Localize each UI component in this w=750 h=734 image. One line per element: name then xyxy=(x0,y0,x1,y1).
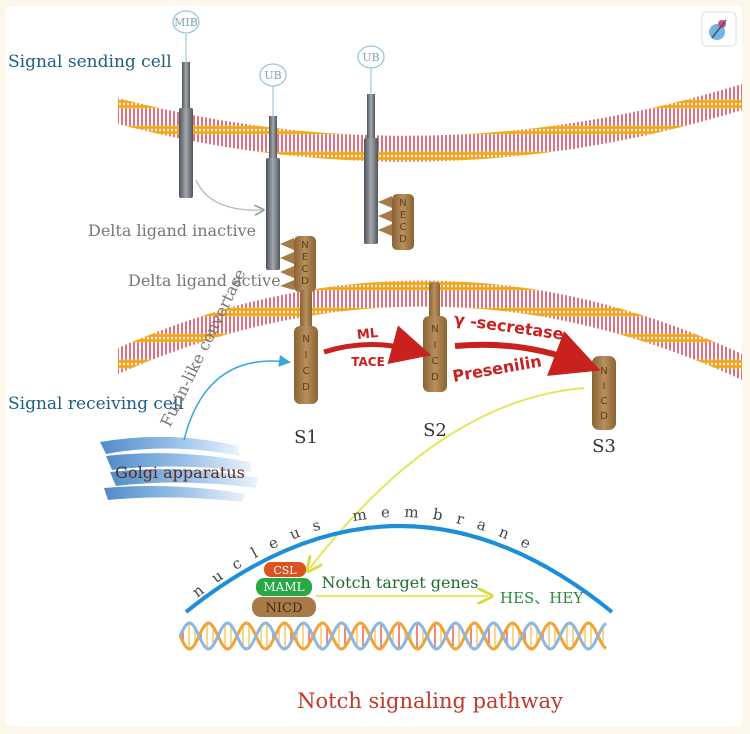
ligand-ub-active: UB N E C D xyxy=(259,63,316,292)
necd-bound xyxy=(294,236,316,292)
s3-letter-c: C xyxy=(601,396,608,407)
label-s1: S1 xyxy=(294,427,318,448)
necd2-letter-c: C xyxy=(400,222,407,233)
s2-letter-i: I xyxy=(434,340,437,351)
ring-ub-2-label: UB xyxy=(362,51,379,64)
ligand-mib: MIB xyxy=(172,10,200,198)
golgi-apparatus: Golgi apparatus xyxy=(100,436,258,502)
necd-letter-e: E xyxy=(302,252,308,263)
label-s3: S3 xyxy=(592,436,616,457)
cleavage-arrow-s2-s3 xyxy=(454,331,601,376)
ligand-ub-endocytosed: UB N E C D xyxy=(357,45,414,250)
label-delta-inactive: Delta ligand inactive xyxy=(88,221,256,240)
ligand-rod-2 xyxy=(266,158,280,270)
ring-mib xyxy=(172,10,200,34)
notch-s3: N I C D xyxy=(592,356,616,430)
label-tace: TACE xyxy=(351,355,385,369)
necd-letter-d: D xyxy=(301,276,309,287)
ligand-rod-1 xyxy=(179,108,193,198)
s2-letter-d: D xyxy=(431,372,439,383)
csl-box xyxy=(264,562,306,577)
s1-letter-d: D xyxy=(302,382,310,393)
s3-letter-i: I xyxy=(603,381,606,392)
sending-cell-membrane xyxy=(118,84,742,162)
s3-letter-d: D xyxy=(600,411,608,422)
label-golgi: Golgi apparatus xyxy=(115,463,245,482)
label-target-genes: Notch target genes xyxy=(322,573,479,592)
necd2-letter-d: D xyxy=(399,234,407,245)
label-s2: S2 xyxy=(423,420,447,441)
transcription-complex: CSL MAML NICD xyxy=(252,562,316,617)
s1-letter-n: N xyxy=(302,334,309,345)
s2-letter-c: C xyxy=(432,356,439,367)
ring-ub-1 xyxy=(259,63,287,87)
nicd-box xyxy=(252,597,316,617)
s3-letter-n: N xyxy=(600,366,607,377)
necd-letter-n: N xyxy=(301,240,308,251)
label-receiving-cell: Signal receiving cell xyxy=(8,394,184,414)
dna-strand xyxy=(178,621,607,651)
necd-letter-c: C xyxy=(302,264,309,275)
ring-ub-1-label: UB xyxy=(264,69,281,82)
notch-s1: N I C D xyxy=(294,290,318,404)
s1-letter-i: I xyxy=(305,350,308,361)
nuclear-translocation-arrow xyxy=(310,387,585,568)
logo-icon xyxy=(701,11,737,47)
label-hes-hey: HES、HEY xyxy=(500,589,584,607)
figure-title: Notch signaling pathway xyxy=(297,689,563,713)
label-sending-cell: Signal sending cell xyxy=(8,52,172,72)
necd-endocytosed xyxy=(392,194,414,250)
label-delta-active: Delta ligand active xyxy=(128,271,281,290)
label-ml: ML xyxy=(356,326,379,343)
ring-mib-label: MIB xyxy=(174,16,198,29)
necd2-letter-e: E xyxy=(400,210,406,221)
s2-letter-n: N xyxy=(431,324,438,335)
label-presenilin: Presenilin xyxy=(451,351,543,385)
necd2-letter-n: N xyxy=(399,198,406,209)
s1-letter-c: C xyxy=(303,366,310,377)
ring-ub-2 xyxy=(357,45,385,69)
ligand-rod-3 xyxy=(364,138,378,244)
furin-arrow xyxy=(183,354,291,441)
maml-label: MAML xyxy=(263,580,304,594)
dna-helix xyxy=(178,621,607,651)
nucleus-membrane-arc xyxy=(184,524,614,614)
activation-arrow xyxy=(195,179,262,210)
receiving-cell-membrane xyxy=(118,280,742,380)
cleavage-arrow-s1-s2 xyxy=(323,325,432,365)
dna-strand xyxy=(178,621,607,651)
csl-label: CSL xyxy=(273,564,297,577)
maml-box xyxy=(256,578,312,596)
nicd-box-label: NICD xyxy=(266,601,303,616)
